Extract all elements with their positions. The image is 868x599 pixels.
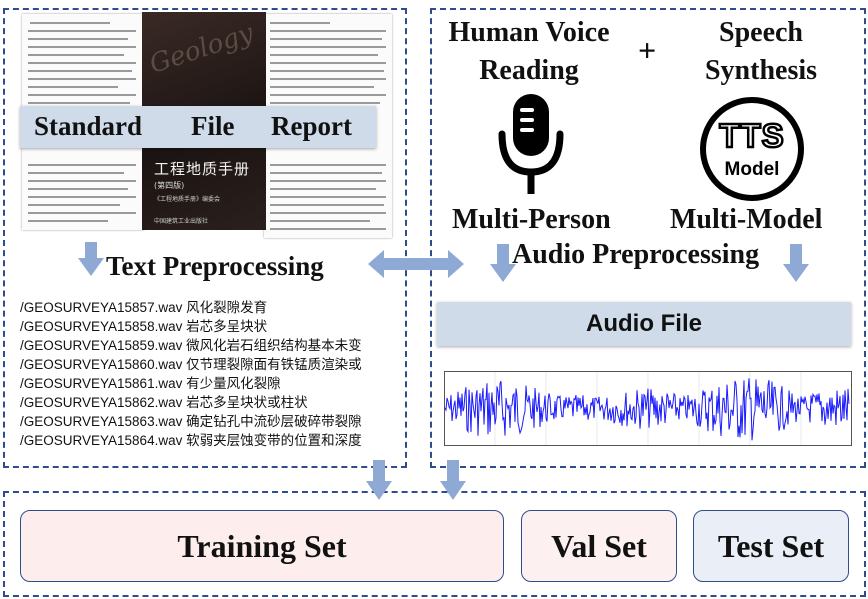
audio-panel [430, 8, 866, 468]
list-item-text: 岩芯多呈块状 [186, 319, 268, 334]
training-set-label: Training Set [177, 527, 347, 564]
list-item-text: 微风化岩石组织结构基本未变 [186, 338, 362, 353]
text-preprocessing-label: Text Preprocessing [106, 251, 324, 281]
list-item: /GEOSURVEYA15864.wav 软弱夹层蚀变带的位置和深度 [20, 429, 362, 449]
audio-file-label: Audio File [586, 310, 702, 337]
banner-word-standard: Standard [34, 111, 143, 141]
book-title: 工程地质手册 [154, 160, 251, 178]
arrow-down-multi-model [783, 244, 809, 282]
list-item-text: 软弱夹层蚀变带的位置和深度 [186, 433, 362, 448]
banner-word-file: File [191, 111, 235, 141]
list-item: /GEOSURVEYA15859.wav 微风化岩石组织结构基本未变 [20, 334, 362, 354]
microphone-icon [498, 94, 564, 194]
human-voice-title-line1: Human Voice [448, 17, 610, 48]
list-item: /GEOSURVEYA15863.wav 确定钻孔中流砂层破碎带裂隙 [20, 410, 362, 430]
list-item-file: /GEOSURVEYA15860.wav [20, 357, 183, 372]
arrow-down-multi-person [490, 244, 516, 282]
list-item-file: /GEOSURVEYA15861.wav [20, 376, 183, 391]
list-item: /GEOSURVEYA15857.wav 风化裂隙发育 [20, 296, 267, 316]
speech-synthesis-title-line2: Synthesis [704, 55, 818, 86]
arrow-bidirectional [368, 250, 464, 278]
arrow-down-text [78, 242, 104, 276]
tts-main-label: TTS [718, 116, 785, 156]
list-item-text: 风化裂隙发育 [186, 300, 268, 315]
list-item-file: /GEOSURVEYA15862.wav [20, 395, 183, 410]
val-set-label: Val Set [551, 527, 647, 564]
list-item-file: /GEOSURVEYA15863.wav [20, 414, 183, 429]
audio-file-banner: Audio File [437, 302, 851, 346]
list-item-text: 确定钻孔中流砂层破碎带裂隙 [186, 414, 362, 429]
list-item: /GEOSURVEYA15858.wav 岩芯多呈块状 [20, 315, 267, 335]
list-item: /GEOSURVEYA15862.wav 岩芯多呈块状或柱状 [20, 391, 308, 411]
val-set-box: Val Set [521, 510, 677, 582]
list-item-file: /GEOSURVEYA15859.wav [20, 338, 183, 353]
multi-person-label: Multi-Person [452, 204, 611, 235]
list-item-file: /GEOSURVEYA15857.wav [20, 300, 183, 315]
test-set-label: Test Set [717, 527, 825, 564]
standard-file-report-banner: Standard File Report [20, 106, 376, 148]
human-voice-title-line2: Reading [479, 55, 579, 86]
multi-model-label: Multi-Model [670, 204, 823, 235]
list-item-text: 岩芯多呈块状或柱状 [186, 395, 308, 410]
audio-waveform [444, 371, 852, 446]
book-edition: (第四版) [154, 181, 185, 190]
plus-sign: + [638, 32, 657, 68]
test-set-box: Test Set [693, 510, 849, 582]
list-item-file: /GEOSURVEYA15858.wav [20, 319, 183, 334]
document-panel [3, 8, 407, 468]
training-set-box: Training Set [20, 510, 504, 582]
arrow-down-text-to-sets [366, 460, 392, 500]
list-item: /GEOSURVEYA15861.wav 有少量风化裂隙 [20, 372, 281, 392]
book-publisher: 中国建筑工业出版社 [154, 218, 209, 225]
tts-model-icon: TTS Model [700, 97, 804, 201]
list-item-file: /GEOSURVEYA15864.wav [20, 433, 183, 448]
arrow-down-audio-to-sets [440, 460, 466, 500]
speech-synthesis-title: Speech Synthesis [676, 14, 846, 90]
list-item-text: 有少量风化裂隙 [186, 376, 281, 391]
audio-preprocessing-label: Audio Preprocessing [512, 239, 760, 270]
tts-sub-label: Model [724, 159, 780, 180]
list-item-text: 仅节理裂隙面有铁锰质渲染或 [186, 357, 362, 372]
dataset-panel [3, 491, 866, 597]
list-item: /GEOSURVEYA15860.wav 仅节理裂隙面有铁锰质渲染或 [20, 353, 362, 373]
banner-word-report: Report [271, 111, 352, 141]
human-voice-title: Human Voice Reading [434, 14, 624, 90]
speech-synthesis-title-line1: Speech [719, 17, 803, 48]
book-subtitle: 《工程地质手册》编委会 [154, 196, 221, 203]
